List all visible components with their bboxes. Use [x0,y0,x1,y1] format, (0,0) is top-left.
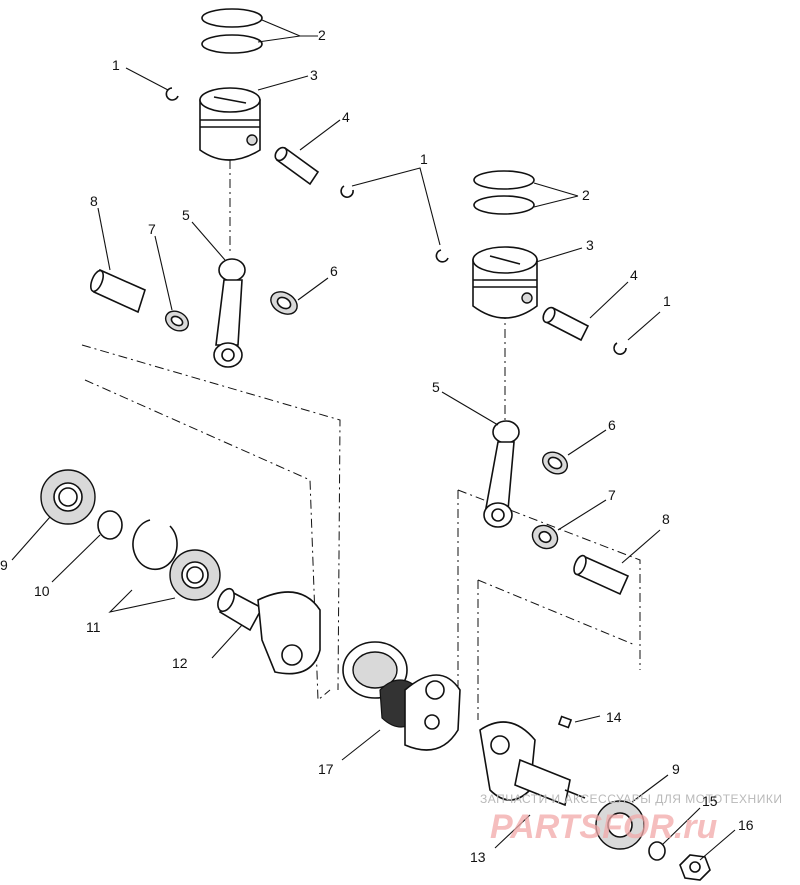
watermark: ЗАПЧАСТИ И АКСЕССУАРЫ ДЛЯ МОТОТЕХНИКИ PA… [480,792,782,846]
callout-6: 6 [330,263,338,279]
callout-16: 16 [738,817,754,833]
right-wrist-pin-8 [573,554,630,596]
left-piston [199,87,261,161]
callout-1: 1 [663,293,671,309]
right-needle-bearing-7 [531,524,559,550]
callout-2: 2 [318,27,326,43]
callout-6: 6 [608,417,616,433]
right-connecting-rod [483,420,520,528]
left-main-bearing-9 [40,469,96,525]
right-needle-bearing-6 [541,451,569,475]
woodruff-key-14 [557,715,573,729]
crank-half-12 [217,587,321,675]
callout-labels: 2 1 3 4 1 2 3 8 7 5 6 4 1 5 6 7 8 9 10 1… [0,27,754,865]
snap-rings-11 [132,519,178,571]
left-needle-bearing-7 [164,310,190,332]
callout-4: 4 [630,267,638,283]
callout-8: 8 [662,511,670,527]
leader-lines [11,19,736,861]
callout-13: 13 [470,849,486,865]
washer-15 [648,841,666,861]
callout-7: 7 [608,487,616,503]
callout-9: 9 [672,761,680,777]
callout-1: 1 [112,57,120,73]
left-connecting-rod [213,258,246,368]
left-piston-rings [201,8,263,54]
left-seal-10 [97,510,123,540]
right-circlip-upper [435,249,449,263]
callout-3: 3 [586,237,594,253]
callout-17: 17 [318,761,334,777]
left-piston-pin [274,146,320,186]
watermark-logo: PARTSFOR.ru [490,808,718,846]
center-crank-17 [342,641,461,751]
callout-12: 12 [172,655,188,671]
callout-5: 5 [182,207,190,223]
right-main-bearing-9 [595,800,645,850]
callout-11: 11 [86,619,101,635]
callout-15: 15 [702,793,718,809]
right-piston-pin [542,306,590,342]
callout-1: 1 [420,151,428,167]
right-piston-rings [473,170,535,215]
left-needle-bearing-6 [270,291,298,315]
crank-half-13 [479,721,586,807]
callout-2: 2 [582,187,590,203]
callout-14: 14 [606,709,622,725]
right-piston [472,246,538,319]
callout-4: 4 [342,109,350,125]
nut-16 [679,854,711,881]
callout-9: 9 [0,557,8,573]
left-circlip-upper [165,87,179,101]
outer-bearing-11 [169,549,221,601]
assembly-guide-lines [81,160,641,720]
callout-3: 3 [310,67,318,83]
callout-5: 5 [432,379,440,395]
right-circlip-pin [613,342,627,355]
left-circlip-pin [340,185,354,198]
left-wrist-pin-8 [89,268,146,314]
callout-7: 7 [148,221,156,237]
callout-10: 10 [34,583,50,599]
watermark-caption: ЗАПЧАСТИ И АКСЕССУАРЫ ДЛЯ МОТОТЕХНИКИ [480,792,782,806]
callout-8: 8 [90,193,98,209]
